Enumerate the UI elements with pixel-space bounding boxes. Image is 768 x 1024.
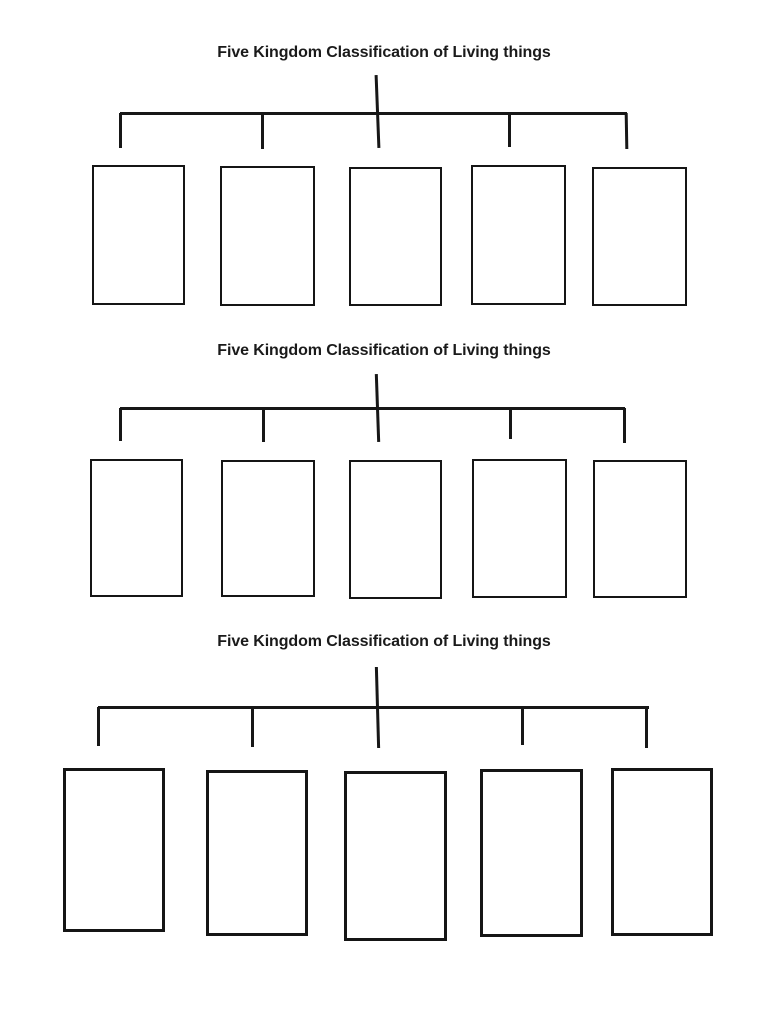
drop-line (521, 707, 524, 745)
diagram-title: Five Kingdom Classification of Living th… (217, 44, 551, 61)
drop-line (119, 408, 122, 441)
drop-line (645, 707, 648, 748)
kingdom-box-1 (63, 768, 165, 932)
kingdom-box-4 (480, 769, 583, 937)
kingdom-box-2 (221, 460, 315, 597)
drop-line (623, 408, 626, 443)
drop-line (251, 707, 254, 747)
drop-line (97, 707, 100, 746)
kingdom-box-3 (344, 771, 447, 941)
kingdom-box-1 (90, 459, 183, 597)
drop-line (119, 113, 122, 148)
kingdom-box-3 (349, 460, 442, 599)
kingdom-box-4 (471, 165, 566, 305)
kingdom-box-1 (92, 165, 185, 305)
kingdom-box-2 (220, 166, 315, 306)
drop-line (262, 408, 265, 442)
kingdom-box-5 (593, 460, 687, 598)
kingdom-box-4 (472, 459, 567, 598)
drop-line (509, 408, 512, 439)
kingdom-box-3 (349, 167, 442, 306)
branch-line (98, 706, 649, 709)
kingdom-box-2 (206, 770, 308, 936)
drop-line (624, 112, 628, 150)
kingdom-box-5 (592, 167, 687, 306)
branch-line (120, 112, 627, 115)
drop-line (508, 113, 511, 147)
diagram-title: Five Kingdom Classification of Living th… (217, 633, 551, 650)
kingdom-box-5 (611, 768, 713, 936)
branch-line (120, 407, 625, 410)
drop-line (261, 113, 264, 149)
diagram-title: Five Kingdom Classification of Living th… (217, 342, 551, 359)
